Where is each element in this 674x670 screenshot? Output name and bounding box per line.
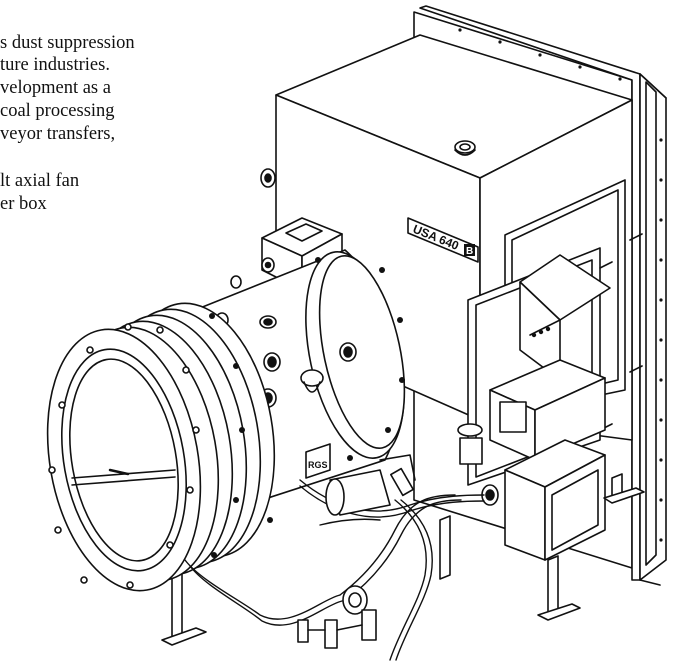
text-line-7: er box [0, 194, 47, 214]
lifting-eye-top [454, 140, 476, 156]
flange-bolts [458, 28, 663, 542]
text-line-6: lt axial fan [0, 171, 80, 191]
valve-assembly [297, 423, 483, 649]
control-box [481, 439, 606, 561]
inlet-bolts [48, 323, 200, 589]
under-pipe [325, 454, 416, 516]
terminal-box [489, 359, 606, 461]
text-line-5: veyor transfers, [0, 124, 116, 144]
logo-plate: RGS [305, 443, 331, 479]
plate-badge: B [466, 246, 473, 257]
rim-bolts [315, 257, 405, 461]
logo-mark: RGS [308, 460, 328, 470]
inlet-rings [46, 302, 276, 592]
body-text: s dust suppression ture industries. velo… [0, 0, 674, 300]
side-port [260, 168, 276, 188]
hoses [184, 479, 485, 661]
text-line-4: coal processing [0, 101, 115, 121]
text-line-2: ture industries. [0, 55, 110, 75]
text-line-3: velopment as a [0, 78, 111, 98]
text-line-1: s dust suppression [0, 33, 135, 53]
